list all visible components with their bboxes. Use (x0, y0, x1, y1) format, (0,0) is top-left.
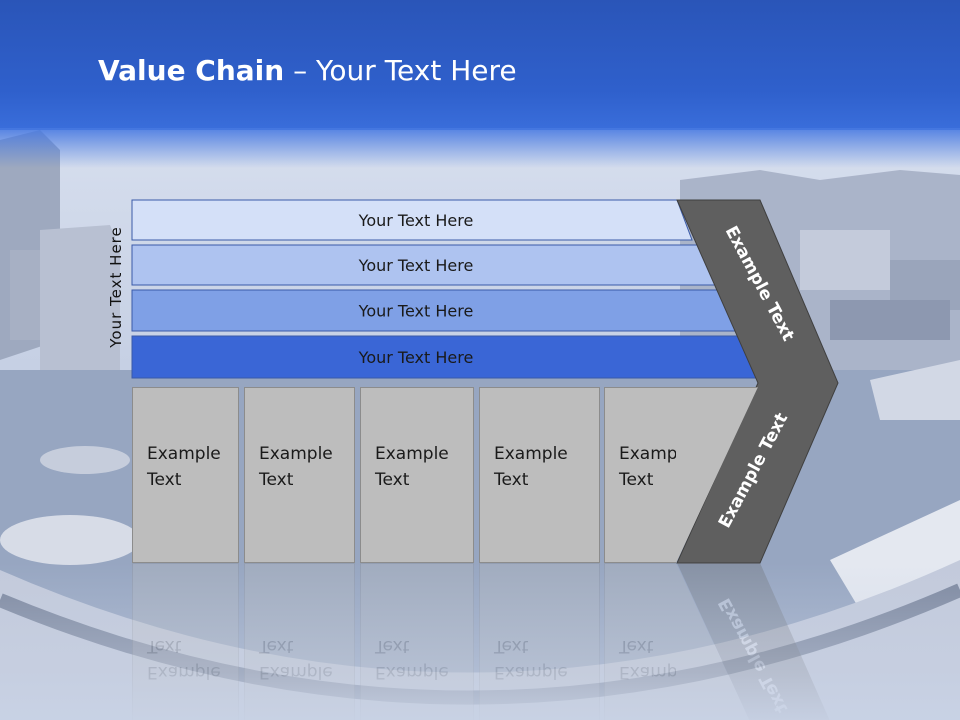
box-5-slant (676, 387, 758, 563)
header-fade (0, 128, 960, 168)
chevron-arrow: Example Text Example Text (676, 199, 839, 564)
bar-2: Your Text Here (131, 244, 716, 286)
box-4-line2: Text (494, 470, 529, 490)
title-rest: – Your Text Here (284, 54, 517, 87)
bar-1: Your Text Here (131, 199, 693, 241)
box-4-line1: Example (494, 444, 568, 464)
box-2-line1: Example (259, 444, 333, 464)
title-bold: Value Chain (98, 54, 285, 87)
bar-1-shape (131, 199, 693, 241)
bar-1-label: Your Text Here (358, 211, 474, 230)
header-band (0, 0, 960, 130)
bar-2-label: Your Text Here (358, 256, 474, 275)
box-5-line1: Example (619, 444, 693, 464)
box-1-line1: Example (147, 444, 221, 464)
box-5-line2: Text (619, 470, 654, 490)
bar-4: Your Text Here (131, 335, 763, 379)
box-3-line1: Example (375, 444, 449, 464)
slide-title: Value Chain – Your Text Here (98, 54, 517, 87)
box-2-line2: Text (259, 470, 294, 490)
box-3-line2: Text (375, 470, 410, 490)
box-1-line2: Text (147, 470, 182, 490)
bar-3-label: Your Text Here (358, 302, 474, 321)
bar-3: Your Text Here (131, 289, 739, 332)
bar-4-label: Your Text Here (358, 348, 474, 367)
